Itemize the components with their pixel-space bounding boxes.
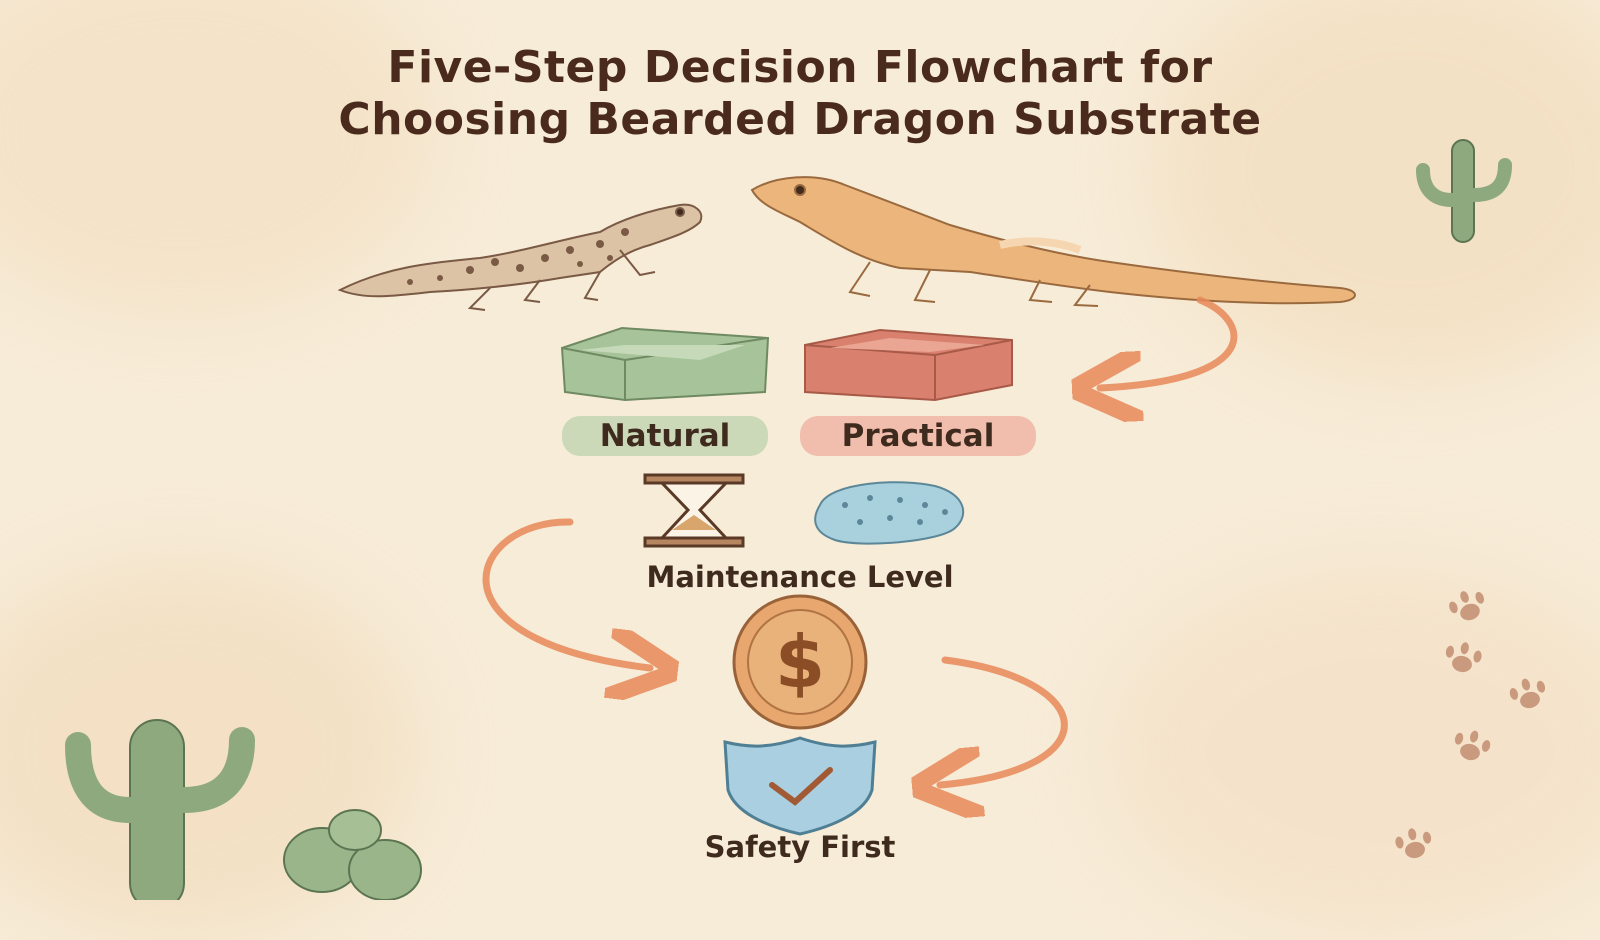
step-safety-label: Safety First: [704, 830, 896, 864]
dollar-coin-icon: [732, 594, 868, 730]
sponge-icon: [814, 481, 965, 545]
cactus-icon: [1416, 139, 1512, 243]
title-line-1: Five-Step Decision Flowchart for: [387, 42, 1213, 93]
step-cost-symbol: $: [774, 620, 826, 704]
practical-box-icon: [804, 328, 1013, 402]
title-line-2: Choosing Bearded Dragon Substrate: [338, 94, 1262, 145]
shield-check-icon: [723, 736, 877, 836]
lizard-right-icon: [750, 176, 1356, 307]
step-natural-label: Natural: [599, 418, 731, 454]
step-practical-label: Practical: [841, 418, 995, 454]
natural-pill: [562, 416, 768, 456]
natural-box-icon: [560, 326, 770, 402]
arrow-lizard-to-box: [1100, 296, 1238, 388]
flowchart-canvas: Five-Step Decision Flowchart for Choosin…: [0, 42, 1600, 900]
cactus-icon: [65, 719, 422, 900]
arrow-maintenance-to-cost: [482, 518, 650, 668]
hourglass-icon: [643, 473, 745, 548]
diagram-illustration: [65, 139, 1546, 900]
page-title: Five-Step Decision Flowchart for Choosin…: [0, 42, 1600, 146]
step-maintenance-label: Maintenance Level: [646, 560, 954, 594]
footprint-icon: [1395, 591, 1546, 859]
flow-arrows: [482, 296, 1238, 785]
lizard-left-icon: [337, 203, 703, 311]
arrow-cost-to-safety: [940, 656, 1068, 785]
practical-pill: [800, 416, 1036, 456]
